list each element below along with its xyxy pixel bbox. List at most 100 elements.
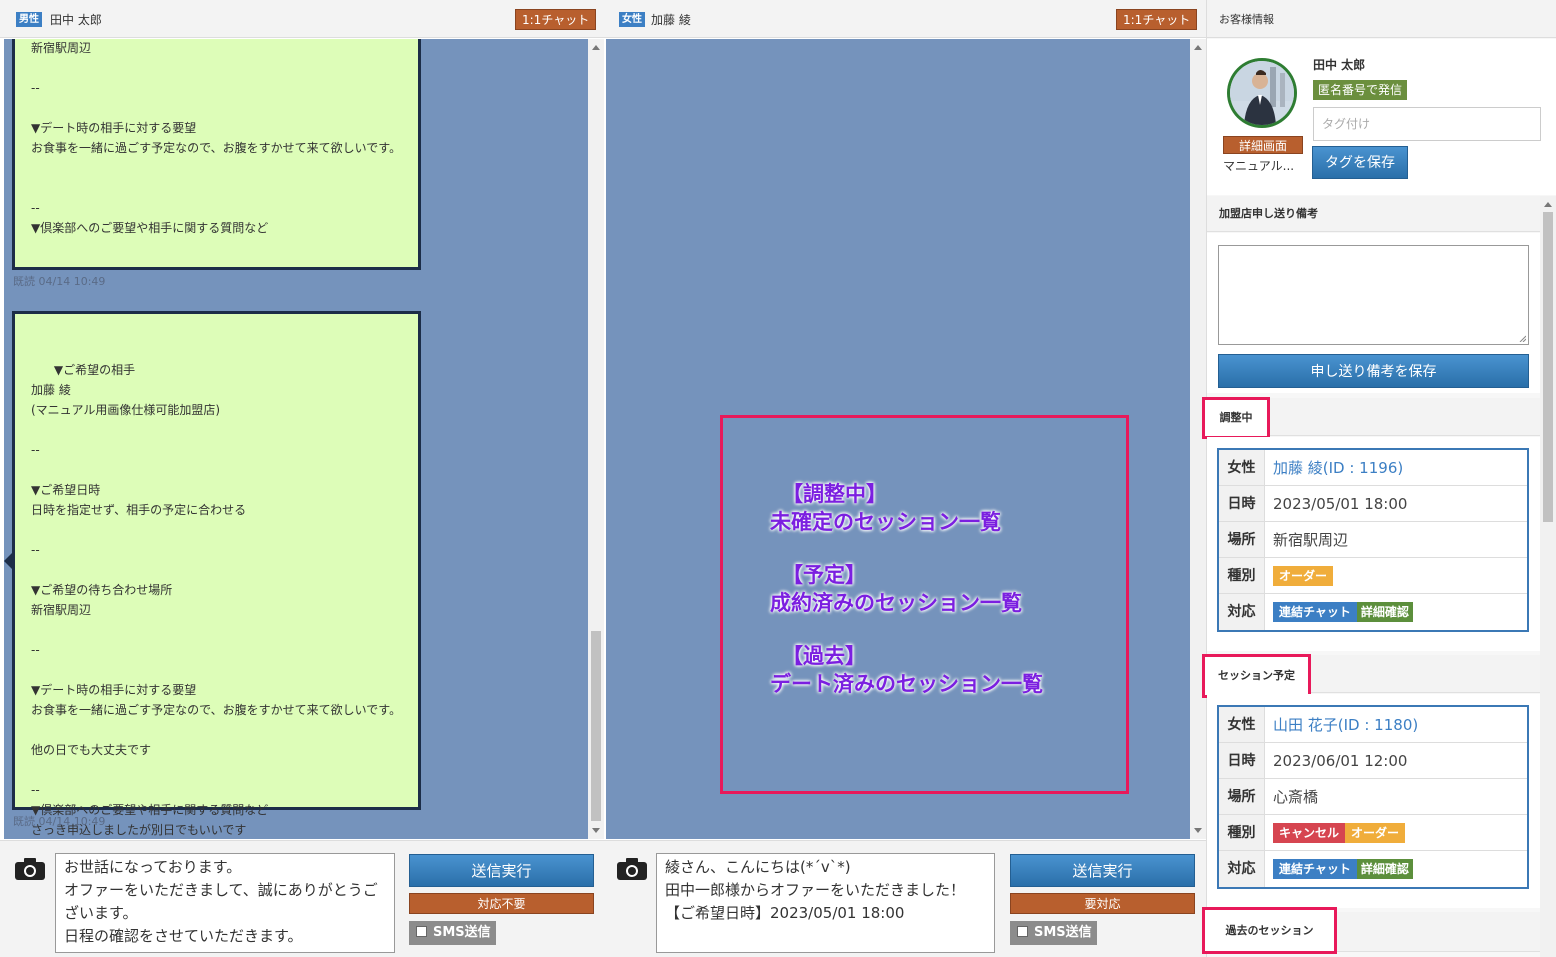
gender-badge: 男性 (16, 12, 42, 27)
row-label: 種別 (1219, 815, 1265, 850)
linked-chat-button[interactable]: 連結チャット (1273, 859, 1357, 879)
row-label: 場所 (1219, 779, 1265, 814)
annotation-text: 未確定のセッション一覧 (770, 510, 1001, 534)
notes-section: 申し送り備考を保存 (1207, 233, 1540, 393)
details-button[interactable]: 詳細確認 (1356, 602, 1413, 622)
scheduled-section-title: セッション予定 (1202, 654, 1311, 698)
status-button[interactable]: 対応不要 (409, 893, 594, 914)
row-label: 日時 (1219, 743, 1265, 778)
left-chat-messages: 新宿駅周辺 -- ▼デート時の相手に対する要望 お食事を一緒に過ごす予定なので、… (4, 39, 588, 839)
session-place: 新宿駅周辺 (1273, 530, 1349, 549)
session-card: 女性山田 花子(ID : 1180) 日時 2023/06/01 12:00 場所… (1217, 705, 1529, 889)
annotation-text: 【予定】 (782, 563, 866, 587)
status-button[interactable]: 要対応 (1010, 893, 1195, 914)
session-place: 心斎橋 (1273, 787, 1319, 806)
message-input[interactable]: 綾さん、こんにちは(*´v`*) 田中一郎様からオファーをいただきました！ 【ご… (656, 853, 995, 953)
scroll-up-arrow-icon[interactable] (1544, 202, 1552, 207)
annotation-text: 【過去】 (782, 644, 866, 668)
camera-icon[interactable] (14, 857, 46, 881)
partner-link[interactable]: 山田 花子(ID : 1180) (1273, 715, 1419, 734)
save-tag-button[interactable]: タグを保存 (1312, 146, 1408, 179)
partner-link[interactable]: 加藤 綾(ID : 1196) (1273, 458, 1404, 477)
sms-label: SMS送信 (1034, 925, 1092, 940)
save-notes-button[interactable]: 申し送り備考を保存 (1218, 354, 1529, 388)
message-bubble: 新宿駅周辺 -- ▼デート時の相手に対する要望 お食事を一緒に過ごす予定なので、… (12, 39, 421, 270)
session-row: 場所心斎橋 (1219, 779, 1527, 815)
read-timestamp: 既読 04/14 10:49 (13, 275, 106, 288)
message-bubble: ▼ご希望の相手 加藤 綾 (マニュアル用画像仕様可能加盟店) -- ▼ご希望日時… (4, 311, 421, 837)
notes-textarea[interactable] (1218, 245, 1529, 345)
sms-send-toggle[interactable]: SMS送信 (1010, 921, 1097, 945)
sms-send-toggle[interactable]: SMS送信 (409, 921, 496, 945)
bubble-tail (4, 551, 14, 571)
profile-photo (1230, 61, 1294, 125)
session-row: 対応連結チャット詳細確認 (1219, 594, 1527, 630)
annotation-text: 成約済みのセッション一覧 (770, 591, 1022, 615)
scroll-thumb[interactable] (591, 631, 601, 821)
row-label: 場所 (1219, 522, 1265, 557)
send-button[interactable]: 送信実行 (1010, 854, 1195, 887)
message-text: ▼ご希望の相手 加藤 綾 (マニュアル用画像仕様可能加盟店) -- ▼ご希望日時… (31, 363, 402, 837)
scroll-down-arrow-icon[interactable] (1194, 828, 1202, 833)
session-row: 女性加藤 綾(ID : 1196) (1219, 450, 1527, 486)
scroll-up-arrow-icon[interactable] (592, 45, 600, 50)
detail-screen-button[interactable]: 詳細画面 (1223, 136, 1303, 154)
send-button[interactable]: 送信実行 (409, 854, 594, 887)
resize-handle-icon[interactable] (1518, 334, 1526, 342)
row-label: 対応 (1219, 851, 1265, 887)
panel-title: お客様情報 (1219, 13, 1274, 26)
left-chat-header: 男性 田中 太郎 1:1チャット (0, 0, 604, 38)
cancel-tag: キャンセル (1273, 822, 1346, 843)
left-message-composer: お世話になっております。 オファーをいただきまして、誠にありがとうございます。 … (0, 840, 604, 957)
left-chat-panel: 男性 田中 太郎 1:1チャット 新宿駅周辺 -- ▼デート時の相手に対する要望… (0, 0, 604, 957)
sms-label: SMS送信 (433, 925, 491, 940)
scroll-down-arrow-icon[interactable] (592, 828, 600, 833)
row-label: 女性 (1219, 707, 1265, 742)
member-name: 田中 太郎 (50, 13, 102, 27)
session-row: 場所新宿駅周辺 (1219, 522, 1527, 558)
session-row: 日時 2023/06/01 12:00 (1219, 743, 1527, 779)
sms-checkbox[interactable] (1017, 926, 1028, 937)
tag-input[interactable]: タグ付け (1313, 107, 1541, 141)
customer-info-header: お客様情報 (1207, 0, 1556, 38)
customer-info-panel: お客様情報 詳細画面 マニュアル... 田中 太郎 匿名番号で発信 タグ付け タ… (1202, 0, 1556, 957)
right-message-composer: 綾さん、こんにちは(*´v`*) 田中一郎様からオファーをいただきました！ 【ご… (604, 840, 1206, 957)
session-date: 2023/06/01 12:00 (1273, 751, 1408, 770)
details-button[interactable]: 詳細確認 (1356, 859, 1413, 879)
linked-chat-button[interactable]: 連結チャット (1273, 602, 1357, 622)
gender-badge: 女性 (619, 12, 645, 27)
adjusting-section-title: 調整中 (1202, 397, 1270, 439)
sms-checkbox[interactable] (416, 926, 427, 937)
row-label: 対応 (1219, 594, 1265, 630)
camera-icon[interactable] (616, 857, 648, 881)
customer-name: 田中 太郎 (1313, 58, 1366, 72)
panel-scrollbar[interactable] (1540, 196, 1556, 957)
notes-header: 加盟店申し送り備考 (1207, 196, 1540, 232)
message-input[interactable]: お世話になっております。 オファーをいただきまして、誠にありがとうございます。 … (55, 853, 395, 953)
chat-scrollbar[interactable] (588, 39, 604, 839)
annotation-highlight-box (720, 415, 1129, 794)
session-row: 種別キャンセルオーダー (1219, 815, 1527, 851)
annotation-text: デート済みのセッション一覧 (770, 672, 1043, 696)
scroll-thumb[interactable] (1543, 212, 1553, 522)
avatar[interactable] (1227, 58, 1297, 128)
customer-profile: 詳細画面 マニュアル... 田中 太郎 匿名番号で発信 タグ付け タグを保存 (1207, 39, 1556, 195)
anonymous-call-button[interactable]: 匿名番号で発信 (1313, 80, 1408, 100)
member-name: 加藤 綾 (651, 13, 691, 27)
session-row: 種別オーダー (1219, 558, 1527, 594)
right-chat-panel: 女性 加藤 綾 1:1チャット 【調整中】 未確定のセッション一覧 【予定】 成… (604, 0, 1206, 957)
chat-scrollbar[interactable] (1190, 39, 1206, 839)
one-on-one-chat-button[interactable]: 1:1チャット (1116, 9, 1198, 30)
order-tag: オーダー (1273, 565, 1334, 586)
right-chat-messages: 【調整中】 未確定のセッション一覧 【予定】 成約済みのセッション一覧 【過去】… (606, 39, 1190, 839)
past-section-title: 過去のセッション (1202, 907, 1337, 954)
session-row: 女性山田 花子(ID : 1180) (1219, 707, 1527, 743)
one-on-one-chat-button[interactable]: 1:1チャット (515, 9, 597, 30)
session-row: 対応連結チャット詳細確認 (1219, 851, 1527, 887)
scroll-up-arrow-icon[interactable] (1194, 45, 1202, 50)
session-date: 2023/05/01 18:00 (1273, 494, 1408, 513)
row-label: 種別 (1219, 558, 1265, 593)
shop-name: マニュアル... (1223, 159, 1295, 173)
